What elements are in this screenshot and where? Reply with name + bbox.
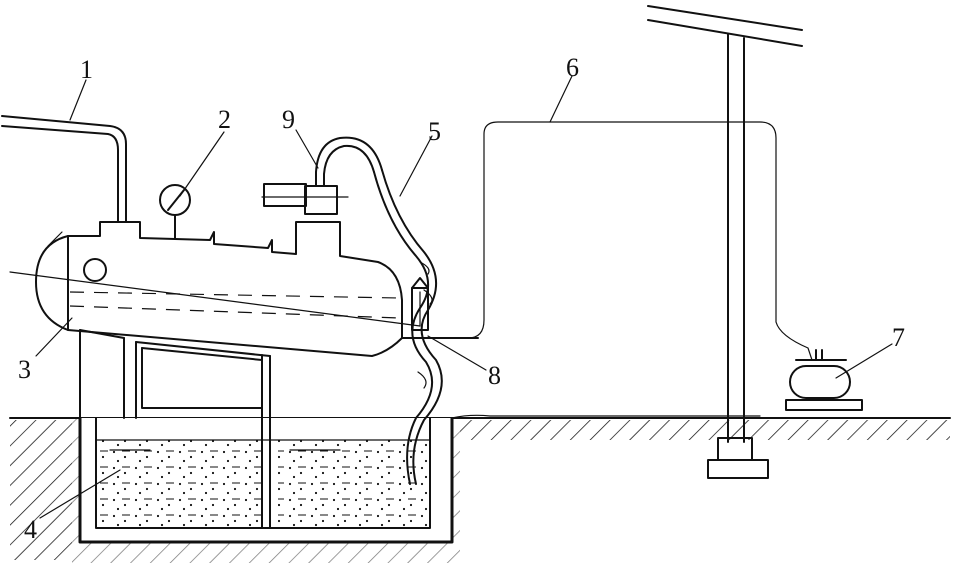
pole	[647, 5, 803, 479]
label-2: 2	[218, 105, 231, 134]
number-labels: 1 2 3 4 5 6 7 8 9	[18, 53, 905, 544]
label-8: 8	[488, 361, 501, 390]
label-5: 5	[428, 117, 441, 146]
label-6: 6	[566, 53, 579, 82]
cable-6	[451, 121, 813, 419]
leader-lines	[35, 75, 893, 519]
tank-3	[9, 221, 421, 357]
pressure-gauge-2	[159, 184, 191, 239]
label-1: 1	[80, 55, 93, 84]
pump-7	[785, 349, 863, 419]
pipe-1	[1, 115, 127, 223]
hose-5	[373, 169, 443, 485]
label-9: 9	[282, 105, 295, 134]
label-7: 7	[892, 323, 905, 352]
pit-4	[72, 417, 460, 563]
label-3: 3	[18, 355, 31, 384]
ground	[9, 417, 951, 560]
probe-8	[401, 277, 479, 339]
support-frame	[79, 329, 271, 529]
label-4: 4	[24, 515, 37, 544]
valve-9	[261, 136, 383, 215]
